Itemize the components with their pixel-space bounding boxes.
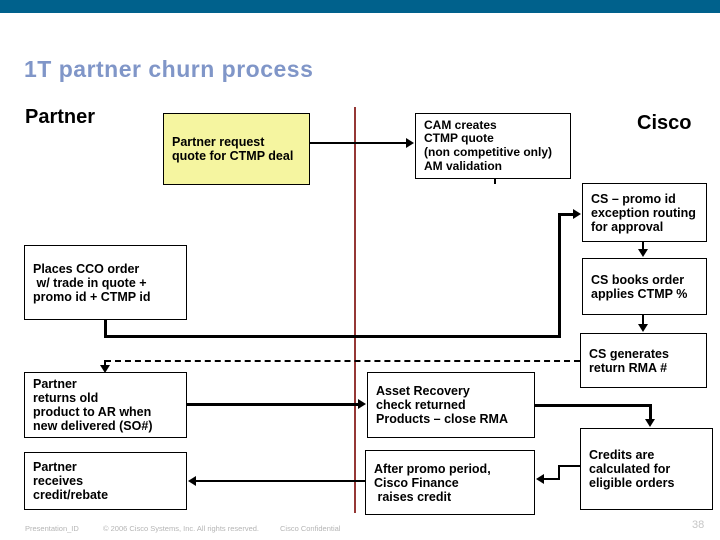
- connector-rma-to-returns-dashed-h: [105, 360, 580, 362]
- connector-cco-to-promo-h1: [104, 335, 561, 338]
- connector-cco-to-promo-v1: [104, 320, 107, 338]
- box-credits-calculated: Credits are calculated for eligible orde…: [580, 428, 713, 510]
- box-partner-request: Partner request quote for CTMP deal: [163, 113, 310, 185]
- footer-confidential: Cisco Confidential: [280, 524, 341, 533]
- column-label-cisco: Cisco: [637, 112, 692, 134]
- arrowhead-promo-to-books: [638, 249, 648, 257]
- partner-cisco-divider-line: [354, 107, 356, 513]
- page-number: 38: [692, 519, 705, 531]
- box-cs-promo-exception: CS – promo id exception routing for appr…: [582, 183, 707, 242]
- connector-credits-to-promo-h2: [543, 478, 559, 480]
- arrowhead-cco-to-promo: [573, 209, 581, 219]
- box-partner-returns: Partner returns old product to AR when n…: [24, 372, 187, 438]
- arrowhead-credits-to-promo: [536, 474, 544, 484]
- arrowhead-asset-to-credits: [645, 419, 655, 427]
- box-after-promo: After promo period, Cisco Finance raises…: [365, 450, 535, 515]
- arrowhead-books-to-generates: [638, 324, 648, 332]
- connector-returns-to-asset: [187, 403, 360, 406]
- box-asset-recovery: Asset Recovery check returned Products –…: [367, 372, 535, 438]
- arrowhead-promo-to-receives: [188, 476, 196, 486]
- connector-promo-to-receives: [195, 480, 365, 482]
- connector-cco-to-promo-v2: [558, 213, 561, 338]
- footer-presentation-id: Presentation_ID: [25, 524, 79, 533]
- connector-promo-to-books: [642, 242, 644, 251]
- connector-asset-to-credits-h: [535, 404, 652, 407]
- column-label-partner: Partner: [25, 106, 96, 128]
- connector-cam-stub: [494, 179, 496, 184]
- box-cs-books-order: CS books order applies CTMP %: [582, 258, 707, 315]
- box-cam-creates: CAM creates CTMP quote (non competitive …: [415, 113, 571, 179]
- connector-asset-to-credits-v: [649, 404, 652, 420]
- arrowhead-rma-to-returns: [100, 365, 110, 373]
- connector-cco-to-promo-h2: [558, 213, 575, 216]
- box-places-cco-order: Places CCO order w/ trade in quote + pro…: [24, 245, 187, 320]
- connector-rma-to-returns-dashed-v: [104, 360, 106, 368]
- connector-credits-to-promo-h1: [558, 465, 580, 467]
- arrowhead-returns-to-asset: [358, 399, 366, 409]
- box-cs-generates-rma: CS generates return RMA #: [580, 333, 707, 388]
- arrowhead-request-to-cam: [406, 138, 414, 148]
- top-accent-bar: [0, 0, 720, 13]
- footer-copyright: © 2006 Cisco Systems, Inc. All rights re…: [103, 524, 260, 533]
- slide-title: 1T partner churn process: [24, 56, 314, 82]
- connector-books-to-generates: [642, 315, 644, 325]
- connector-request-to-cam: [310, 142, 407, 144]
- box-partner-receives: Partner receives credit/rebate: [24, 452, 187, 510]
- connector-credits-to-promo-v: [558, 465, 560, 480]
